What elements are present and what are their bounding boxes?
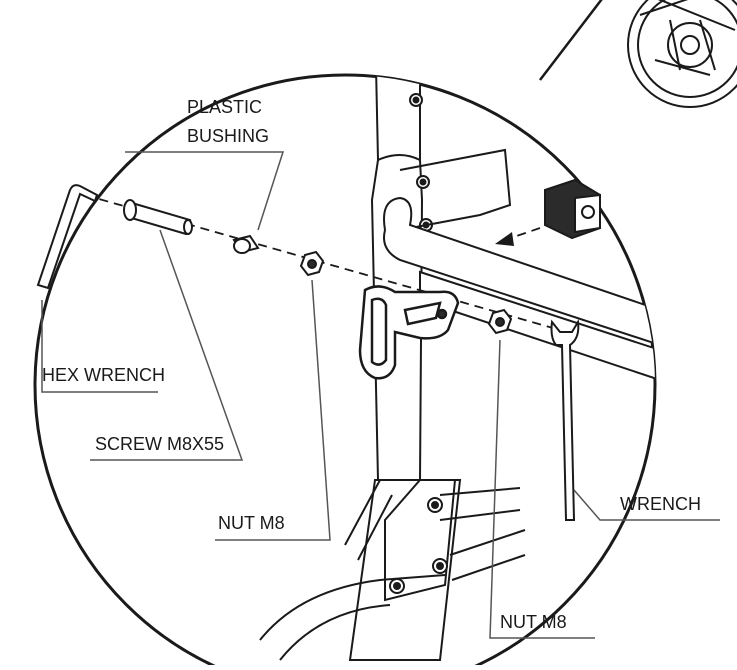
callout-labels: PLASTIC BUSHING HEX WRENCH SCREW M8X55 N… — [42, 97, 701, 632]
wrench-label: WRENCH — [620, 494, 701, 514]
plastic-bushing-label-line2: BUSHING — [187, 126, 269, 146]
wrench-part — [550, 319, 580, 521]
wheel-inset — [539, 0, 737, 108]
screw-part — [123, 199, 193, 236]
nut-upper-label: NUT M8 — [218, 513, 285, 533]
insert-arrow — [495, 232, 514, 246]
lower-bolts — [389, 497, 448, 594]
hex-wrench-label: HEX WRENCH — [42, 365, 165, 385]
leader-lines — [41, 151, 720, 639]
hex-wrench-part — [36, 184, 99, 290]
screw-label: SCREW M8X55 — [95, 434, 224, 454]
plastic-bushing-part — [232, 234, 260, 254]
nut-upper-part — [299, 250, 325, 277]
nut-lower-part — [487, 308, 513, 335]
brake-handle-part — [358, 285, 460, 380]
nut-lower-label: NUT M8 — [500, 612, 567, 632]
clip-block-part — [544, 178, 601, 240]
plastic-bushing-label-line1: PLASTIC — [187, 97, 262, 117]
